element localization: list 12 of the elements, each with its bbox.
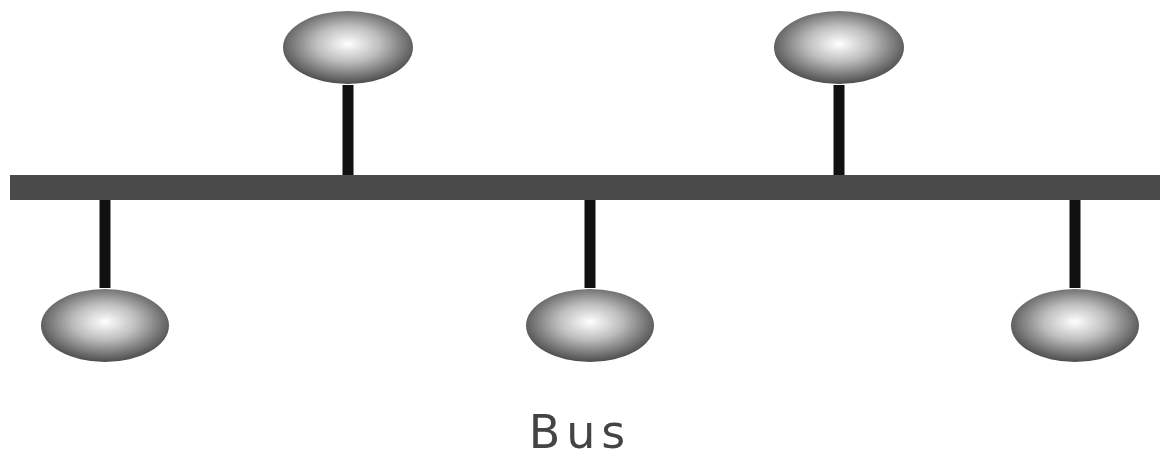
connector-line: [342, 85, 354, 175]
node-ellipse: [282, 10, 414, 85]
connector-line: [833, 85, 845, 175]
node-ellipse: [1010, 288, 1140, 363]
bus-bar: [10, 175, 1160, 200]
node-ellipse: [773, 10, 905, 85]
node-ellipse: [525, 288, 655, 363]
connector-line: [99, 200, 111, 288]
node-ellipse: [40, 288, 170, 363]
caption: Bus: [528, 405, 632, 457]
connector-line: [1069, 200, 1081, 288]
connector-line: [584, 200, 596, 288]
